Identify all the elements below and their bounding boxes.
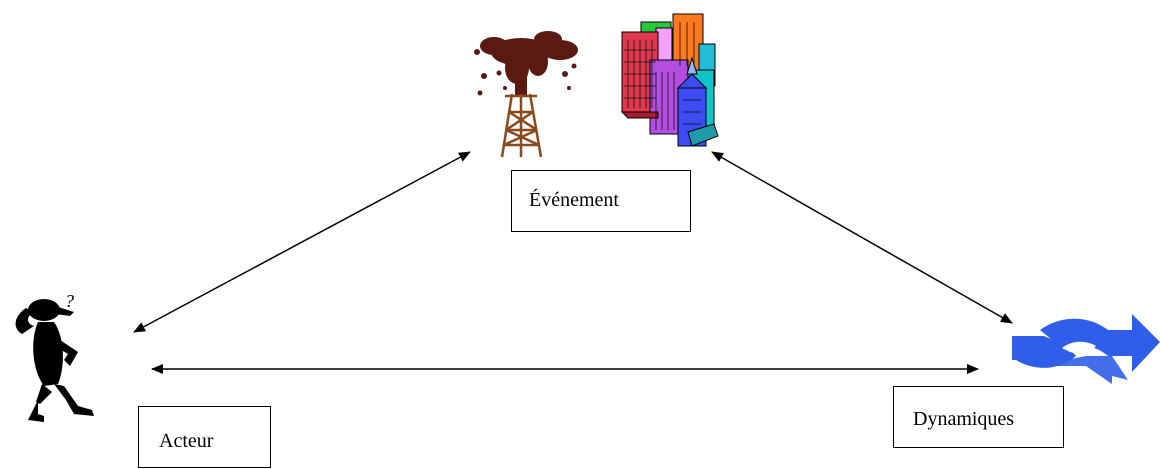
svg-text:?: ? bbox=[65, 291, 74, 311]
confused-person-icon: ? bbox=[15, 291, 94, 422]
event-node-label: Événement bbox=[529, 189, 619, 211]
event-node-box: Événement bbox=[511, 170, 691, 232]
actor-node-label: Acteur bbox=[159, 430, 214, 452]
oil-well-gusher-icon bbox=[474, 31, 578, 158]
actor-node-box: Acteur bbox=[138, 406, 271, 468]
handshake-arrows-icon bbox=[1012, 314, 1160, 384]
dynamics-node-box: Dynamiques bbox=[893, 386, 1064, 448]
arrow-event-dynamics bbox=[711, 151, 1013, 324]
dynamics-node-label: Dynamiques bbox=[913, 408, 1015, 430]
arrow-actor-event bbox=[133, 151, 471, 333]
city-buildings-icon bbox=[620, 13, 719, 147]
building-windows bbox=[624, 22, 701, 130]
